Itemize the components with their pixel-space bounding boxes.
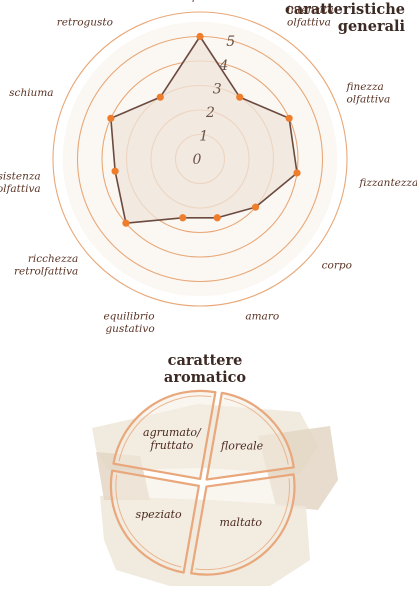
pie-slice-0 <box>205 391 295 481</box>
radar-axis-label: equilibrio <box>103 310 154 322</box>
pie-slice-1 <box>190 473 296 576</box>
radar-axis-label: retrogusto <box>57 17 113 29</box>
pie-slice-2 <box>109 469 201 574</box>
radar-axis-label: schiuma <box>9 87 53 99</box>
pie-slice-inner-edge <box>195 478 290 571</box>
pie-title-line-1: carattere <box>168 352 243 369</box>
radar-point-2 <box>285 114 293 122</box>
pie-slice-label: floreale <box>220 439 264 452</box>
radar-axis-label: retrolfattiva <box>14 266 78 278</box>
pie-slice-label: agrumato/ <box>143 426 202 439</box>
radar-axis-label: retrolfattiva <box>0 183 41 195</box>
radar-axis-label: olfattiva <box>287 17 331 29</box>
pie-slice-inner-edge <box>224 397 289 465</box>
radar-tick-label: 1 <box>199 128 208 144</box>
radar-axis-label: olfattiva <box>346 93 390 105</box>
pie-slice-label: maltato <box>219 516 262 529</box>
pie-slice-label: speziato <box>135 508 181 521</box>
radar-ring-outer <box>52 11 348 307</box>
pie-slice-inner-edge <box>118 395 212 462</box>
radar-title-line-1: caratteristiche <box>285 1 405 18</box>
radar-point-6 <box>179 214 187 222</box>
radar-axis-label: aspetto <box>180 0 219 3</box>
radar-series-line <box>110 35 298 224</box>
radar-axis-label: ricchezza <box>28 253 78 265</box>
radar-point-10 <box>156 93 164 101</box>
pie-slice-inner-edge <box>115 474 182 568</box>
radar-point-9 <box>107 114 115 122</box>
radar-title-line-2: generali <box>338 18 406 35</box>
radar-axis-label: corpo <box>322 259 352 271</box>
radar-point-7 <box>122 219 130 227</box>
radar-axis-label: persistenza <box>0 171 41 183</box>
radar-point-1 <box>236 93 244 101</box>
radar-tick-label: 2 <box>205 105 215 121</box>
pie-slices <box>109 389 296 576</box>
radar-point-0 <box>196 32 204 41</box>
radar-tick-label: 4 <box>219 58 229 74</box>
radar-tick-label: 5 <box>226 34 235 50</box>
radar-axis-labels: aspettointensitàolfattivafinezzaolfattiv… <box>0 0 417 335</box>
radar-axis-label: amaro <box>245 310 279 322</box>
radar-point-3 <box>293 169 301 177</box>
radar-axis-label: finezza <box>345 81 383 93</box>
radar-series <box>107 32 301 227</box>
radar-point-5 <box>213 214 221 222</box>
pie-title-line-2: aromatico <box>164 369 246 386</box>
pie-slice-label: fruttato <box>149 439 193 452</box>
radar-axis-label: gustativo <box>105 323 154 335</box>
pie-chart: carattere aromatico floreale maltato spezi… <box>92 352 338 586</box>
radar-axis-label: intensità <box>287 4 334 16</box>
radar-point-8 <box>111 167 119 175</box>
pie-labels: floreale maltato speziato agrumato/fruttato <box>135 426 263 529</box>
radar-scale-ticks: 0 1 2 3 4 5 <box>193 34 236 168</box>
radar-tick-label: 3 <box>213 81 222 97</box>
pie-slice-3 <box>112 389 217 481</box>
radar-point-4 <box>251 203 260 211</box>
radar-tick-label: 0 <box>193 152 202 168</box>
radar-axis-label: fizzantezza <box>358 177 417 189</box>
